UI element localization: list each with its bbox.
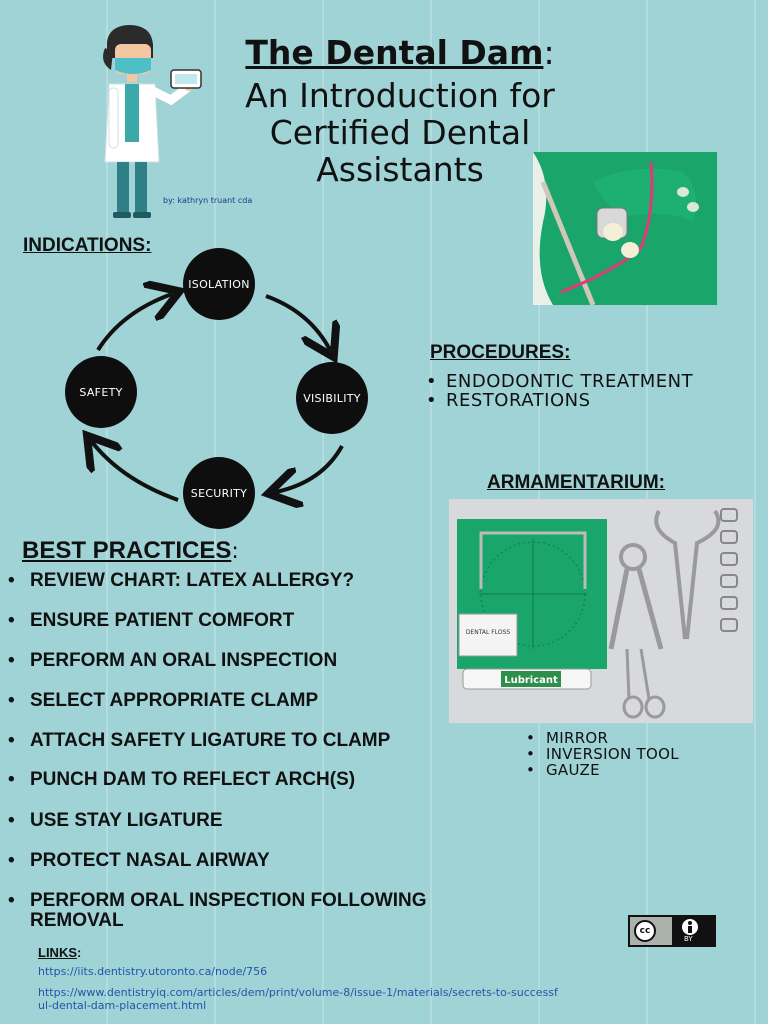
- by-label: BY: [684, 935, 693, 943]
- best-practice-text: PROTECT NASAL AIRWAY: [30, 850, 270, 871]
- list-item: GAUZE: [526, 762, 679, 778]
- attribution-person-icon: [682, 919, 698, 935]
- list-item: •PUNCH DAM TO REFLECT ARCH(S): [8, 770, 528, 790]
- node-isolation: ISOLATION: [183, 248, 255, 320]
- poster-title: The Dental Dam: An Introduction for Cert…: [190, 34, 610, 188]
- best-practice-text: PUNCH DAM TO REFLECT ARCH(S): [30, 769, 356, 790]
- list-item: ENDODONTIC TREATMENT: [426, 372, 693, 391]
- node-visibility: VISIBILITY: [296, 362, 368, 434]
- armamentarium-list: MIRROR INVERSION TOOL GAUZE: [526, 730, 679, 778]
- best-practices-colon: :: [231, 539, 239, 564]
- dental-assistant-illustration: [103, 25, 202, 218]
- author-byline: by: kathryn truant cda: [163, 196, 253, 205]
- indications-heading: INDICATIONS:: [23, 235, 152, 256]
- best-practice-text: PERFORM ORAL INSPECTION FOLLOWING REMOVA…: [30, 890, 427, 931]
- list-item: RESTORATIONS: [426, 391, 693, 410]
- dental-dam-photo: [533, 152, 717, 305]
- lubricant-label: Lubricant: [504, 675, 558, 686]
- armamentarium-heading: ARMAMENTARIUM:: [487, 472, 666, 493]
- indications-cycle-arrows: [60, 250, 344, 530]
- links-header: LINKS:: [38, 945, 81, 960]
- best-practice-text: PERFORM AN ORAL INSPECTION: [30, 650, 338, 671]
- node-security: SECURITY: [183, 457, 255, 529]
- procedures-list: ENDODONTIC TREATMENT RESTORATIONS: [426, 372, 693, 410]
- list-item: •USE STAY LIGATURE: [8, 811, 528, 831]
- best-practice-text: SELECT APPROPRIATE CLAMP: [30, 690, 319, 711]
- list-item: •ATTACH SAFETY LIGATURE TO CLAMP: [8, 731, 528, 751]
- best-practice-text: REVIEW CHART: LATEX ALLERGY?: [30, 570, 355, 591]
- list-item: INVERSION TOOL: [526, 746, 679, 762]
- best-practices-header: BEST PRACTICES:: [22, 537, 239, 565]
- link-dentistryiq[interactable]: https://www.dentistryiq.com/articles/dem…: [38, 986, 558, 1012]
- link-utoronto[interactable]: https://iits.dentistry.utoronto.ca/node/…: [38, 965, 268, 978]
- floss-box-label: DENTAL FLOSS: [466, 629, 511, 636]
- list-item: •SELECT APPROPRIATE CLAMP: [8, 691, 528, 711]
- title-line-1: An Introduction for: [245, 76, 555, 115]
- best-practice-text: ENSURE PATIENT COMFORT: [30, 610, 295, 631]
- list-item: MIRROR: [526, 730, 679, 746]
- title-colon: :: [543, 33, 555, 72]
- list-item: •PERFORM AN ORAL INSPECTION: [8, 651, 528, 671]
- list-item: •REVIEW CHART: LATEX ALLERGY?: [8, 571, 528, 591]
- links-heading: LINKS: [38, 945, 77, 960]
- links-colon: :: [77, 945, 82, 960]
- best-practices-heading: BEST PRACTICES: [22, 537, 232, 564]
- cc-icon: cc: [634, 920, 656, 942]
- armamentarium-photo: DENTAL FLOSS Lubricant: [449, 499, 753, 723]
- title-line-3: Assistants: [316, 150, 484, 189]
- node-safety: SAFETY: [65, 356, 137, 428]
- best-practice-text: USE STAY LIGATURE: [30, 810, 223, 831]
- best-practice-text: ATTACH SAFETY LIGATURE TO CLAMP: [30, 730, 391, 751]
- list-item: •PERFORM ORAL INSPECTION FOLLOWING REMOV…: [8, 891, 528, 931]
- list-item: •PROTECT NASAL AIRWAY: [8, 851, 528, 871]
- list-item: •ENSURE PATIENT COMFORT: [8, 611, 528, 631]
- title-main: The Dental Dam: [245, 33, 544, 72]
- cc-by-license-badge[interactable]: cc BY: [628, 915, 716, 947]
- procedures-heading: PROCEDURES:: [430, 342, 571, 363]
- title-line-2: Certified Dental: [269, 113, 531, 152]
